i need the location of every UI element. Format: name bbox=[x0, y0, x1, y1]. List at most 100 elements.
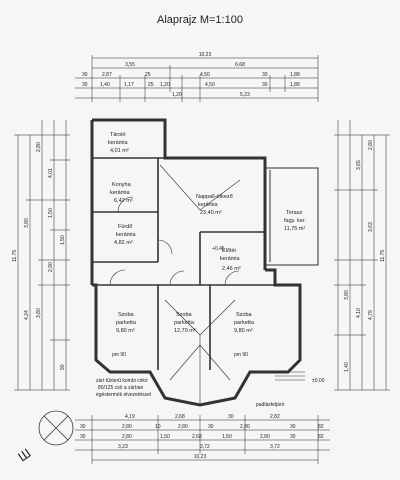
bottom-dim-1-3: 2,82 bbox=[270, 414, 280, 420]
bottom-dim-4-0: 3,23 bbox=[118, 444, 128, 450]
bottom-dim-1-0: 4,19 bbox=[125, 414, 135, 420]
bottom-dim-2-4: 30 bbox=[208, 424, 214, 430]
top-dim-1-0: 3,55 bbox=[125, 62, 135, 68]
bottom-dim-2-2: 10 bbox=[155, 424, 161, 430]
right-dim-7: 1,40 bbox=[344, 362, 350, 372]
bottom-overall-dim: 10,23 bbox=[194, 454, 207, 460]
room-area-bathroom: 4,82 m² bbox=[114, 240, 133, 246]
right-dim-0: 3,65 bbox=[356, 160, 362, 170]
left-dim-7: 3,80 bbox=[36, 308, 42, 318]
room-name-hall: Előtér bbox=[222, 248, 237, 254]
bottom-dim-2-1: 2,80 bbox=[122, 424, 132, 430]
room-name-bedroom-2: Szoba bbox=[176, 312, 193, 318]
left-dim-4: 3,80 bbox=[24, 218, 30, 228]
top-overall-dim: 10,23 bbox=[199, 52, 212, 58]
bottom-dim-3-3: 2,68 bbox=[192, 434, 202, 440]
room-floor-living: kerámia bbox=[198, 202, 219, 208]
bottom-dim-2-3: 2,80 bbox=[178, 424, 188, 430]
room-name-bedroom-1: Szoba bbox=[118, 312, 135, 318]
bottom-dim-3-0: 30 bbox=[80, 434, 86, 440]
top-dim-2-0: 30 bbox=[82, 72, 88, 78]
exterior-walls bbox=[90, 118, 302, 407]
boiler-note-3: égéstermék elvezetéssel bbox=[96, 392, 151, 398]
top-dim-3-7: 1,88 bbox=[290, 82, 300, 88]
right-dim-3: 11,75 bbox=[380, 250, 386, 262]
left-dim-9: 90 bbox=[60, 364, 66, 370]
drawing-letter: Ш bbox=[15, 445, 33, 464]
top-dim-3-4: 1,20 bbox=[160, 82, 170, 88]
room-name-bathroom: Fürdő bbox=[118, 224, 132, 230]
room-area-bedroom-3: 9,80 m² bbox=[234, 328, 253, 334]
room-name-terrace: Terasz bbox=[286, 210, 302, 216]
left-dim-6: 11,75 bbox=[12, 250, 18, 262]
room-floor-bathroom: kerámia bbox=[116, 232, 137, 238]
room-name-kitchen: Konyha bbox=[112, 182, 132, 188]
left-dimension-chains bbox=[14, 120, 70, 391]
right-dim-1: 2,80 bbox=[368, 140, 374, 150]
left-dim-5: 2,90 bbox=[48, 262, 54, 272]
bottom-dim-3-4: 1,50 bbox=[222, 434, 232, 440]
top-dim-2-4: 30 bbox=[262, 72, 268, 78]
room-area-living: 23,40 m² bbox=[200, 210, 222, 216]
right-dim-2: 3,63 bbox=[368, 222, 374, 232]
room-area-terrace: 11,75 m² bbox=[284, 226, 305, 232]
terrace-outline bbox=[265, 167, 319, 266]
left-dim-0: 2,80 bbox=[36, 142, 42, 152]
attic-access-note: padlásfeljáró bbox=[256, 402, 285, 408]
room-floor-kitchen: kerámia bbox=[110, 190, 131, 196]
window-label-1: pm 90 bbox=[112, 352, 126, 358]
left-dim-2: 1,50 bbox=[48, 208, 54, 218]
bottom-dim-2-7: 82 bbox=[318, 424, 324, 430]
bottom-dim-2-6: 30 bbox=[290, 424, 296, 430]
bottom-dim-4-2: 3,72 bbox=[270, 444, 280, 450]
bottom-dim-1-2: 30 bbox=[228, 414, 234, 420]
top-dim-3-5: 4,50 bbox=[205, 82, 215, 88]
top-dim-4-0: 1,20 bbox=[172, 92, 182, 98]
room-area-storage: 4,01 m² bbox=[110, 148, 129, 154]
top-dim-1-1: 6,68 bbox=[235, 62, 245, 68]
bottom-dim-3-6: 30 bbox=[290, 434, 296, 440]
door-swings bbox=[109, 196, 240, 286]
plan-title: Alaprajz M=1:100 bbox=[157, 14, 243, 26]
boiler-note-2: 80/125 csö a zárban bbox=[98, 385, 144, 391]
top-dim-2-3: 4,50 bbox=[200, 72, 210, 78]
bay-roof-lines bbox=[159, 164, 241, 405]
top-dim-2-5: 1,88 bbox=[290, 72, 300, 78]
room-floor-terrace: fagy. ker. bbox=[284, 218, 306, 224]
left-dim-1: 4,01 bbox=[48, 168, 54, 178]
top-dim-3-6: 30 bbox=[262, 82, 268, 88]
room-area-bedroom-1: 9,80 m² bbox=[116, 328, 135, 334]
room-floor-bedroom-2: parketta bbox=[174, 320, 195, 326]
top-dimension-chains bbox=[75, 55, 319, 102]
room-area-hall: 2,46 m² bbox=[222, 266, 241, 272]
bottom-dim-3-1: 2,80 bbox=[122, 434, 132, 440]
bottom-dim-2-0: 30 bbox=[80, 424, 86, 430]
room-floor-storage: kerámia bbox=[108, 140, 129, 146]
bottom-dim-1-1: 2,68 bbox=[175, 414, 185, 420]
left-dim-8: 4,24 bbox=[24, 310, 30, 320]
room-name-bedroom-3: Szoba bbox=[236, 312, 253, 318]
top-dim-4-1: 5,23 bbox=[240, 92, 250, 98]
entrance-steps bbox=[275, 371, 305, 381]
right-dim-6: 4,79 bbox=[368, 310, 374, 320]
window-label-2: pm 90 bbox=[234, 352, 248, 358]
top-dim-2-2: 25 bbox=[145, 72, 151, 78]
room-floor-hall: kerámia bbox=[220, 256, 241, 262]
right-dimension-chains bbox=[334, 120, 390, 391]
bottom-dimension-chains bbox=[75, 415, 330, 464]
level-plus: +0,45 bbox=[212, 246, 225, 252]
bottom-dim-4-1: 3,72 bbox=[200, 444, 210, 450]
level-zero: ±0,00 bbox=[312, 378, 325, 384]
room-floor-bedroom-3: parketta bbox=[234, 320, 255, 326]
top-dim-2-1: 2,87 bbox=[102, 72, 112, 78]
left-dim-3: 1,50 bbox=[60, 235, 66, 245]
room-name-storage: Tároló bbox=[110, 132, 126, 138]
top-dim-3-3: 25 bbox=[148, 82, 154, 88]
top-dim-3-2: 1,17 bbox=[124, 82, 134, 88]
right-dim-5: 4,10 bbox=[356, 308, 362, 318]
room-area-bedroom-2: 12,70 m² bbox=[174, 328, 196, 334]
room-area-kitchen: 6,42 m² bbox=[114, 198, 133, 204]
bottom-dim-3-2: 1,50 bbox=[160, 434, 170, 440]
top-dim-3-0: 30 bbox=[82, 82, 88, 88]
